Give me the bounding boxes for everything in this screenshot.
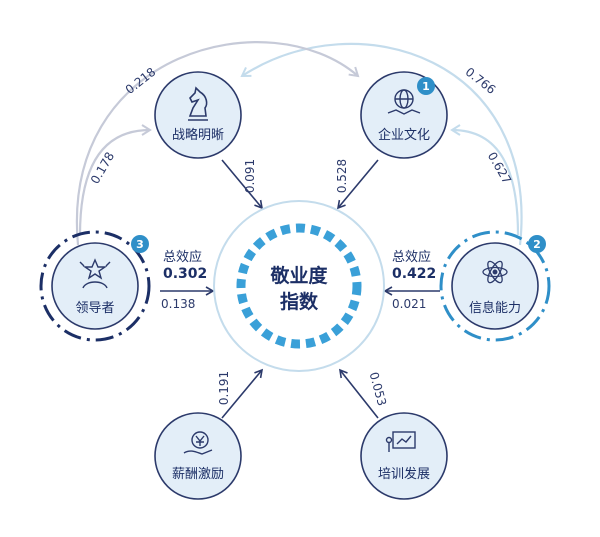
strategy-label: 战略明晰	[172, 127, 224, 143]
chess-knight-icon	[188, 86, 208, 121]
leader-total-value: 0.302	[163, 266, 207, 282]
culture-badge-number: 1	[422, 80, 430, 93]
edge-info-culture	[450, 124, 520, 236]
info-badge	[528, 235, 546, 253]
node-leader: 领导者 3	[39, 230, 151, 342]
label-leader-culture: 0.218	[123, 65, 159, 97]
leader-total-title: 总效应	[163, 249, 202, 265]
culture-badge	[417, 77, 435, 95]
edge-training-center	[338, 368, 379, 419]
edge-strategy-center	[221, 159, 264, 210]
center-node: 敬业度 指数	[213, 200, 385, 372]
info-total-title: 总效应	[392, 249, 431, 265]
edge-salary-center	[221, 368, 264, 419]
edge-culture-center	[336, 159, 379, 210]
presentation-board-icon	[385, 431, 416, 452]
label-strategy-center: 0.091	[243, 159, 257, 193]
node-culture: 企业文化 1	[360, 71, 448, 159]
atom-icon	[482, 260, 508, 284]
label-info-center: 0.021	[392, 297, 426, 311]
node-strategy: 战略明晰	[154, 71, 242, 159]
label-info-culture: 0.627	[485, 150, 514, 187]
label-salary-center: 0.191	[217, 371, 231, 405]
leader-badge-number: 3	[136, 238, 144, 251]
center-title-line2: 指数	[280, 290, 319, 313]
edge-leader-strategy	[78, 124, 152, 236]
info-total-value: 0.422	[392, 266, 436, 282]
info-badge-number: 2	[533, 238, 541, 251]
info-label: 信息能力	[469, 300, 521, 316]
edge-info-strategy	[240, 42, 523, 246]
culture-label: 企业文化	[378, 127, 430, 143]
node-info: 信息能力 2	[439, 230, 551, 342]
leader-badge	[131, 235, 149, 253]
node-salary: 薪酬激励	[154, 412, 242, 500]
label-leader-center: 0.138	[161, 297, 195, 311]
label-info-strategy: 0.766	[463, 65, 499, 97]
yen-coin-hand-icon	[183, 431, 213, 455]
training-label: 培训发展	[378, 466, 430, 482]
globe-handshake-icon	[387, 89, 421, 115]
star-person-icon	[79, 258, 111, 289]
node-training: 培训发展	[360, 412, 448, 500]
label-culture-center: 0.528	[335, 159, 349, 193]
edge-leader-culture	[75, 41, 360, 246]
center-title-line1: 敬业度	[269, 264, 328, 287]
label-training-center: 0.053	[367, 371, 389, 408]
leader-label: 领导者	[75, 301, 114, 316]
salary-label: 薪酬激励	[172, 467, 224, 482]
